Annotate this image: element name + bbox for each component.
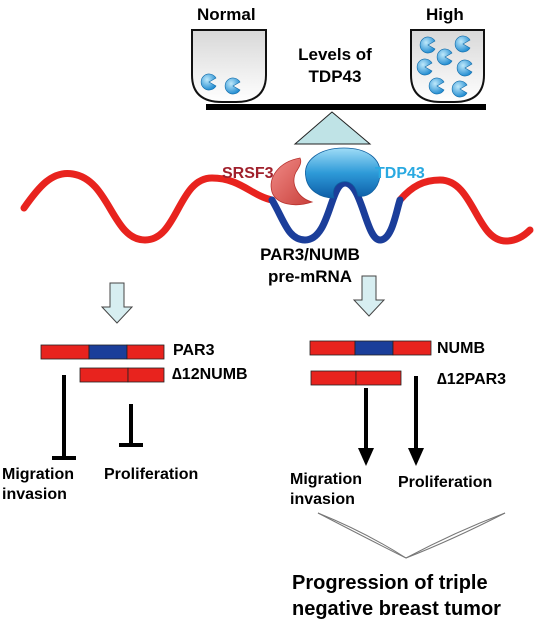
delta12numb-isoform-bar xyxy=(79,367,165,383)
normal-cup xyxy=(191,29,267,103)
left-proliferation-label: Proliferation xyxy=(104,466,199,483)
conclusion-line2: negative breast tumor xyxy=(292,598,501,620)
conclusion-line1: Progression of triple xyxy=(292,572,488,594)
high-cup xyxy=(410,29,485,103)
down-arrow-right xyxy=(352,275,386,317)
tdp43-label: TDP43 xyxy=(375,165,425,182)
normal-label: Normal xyxy=(197,5,256,24)
activation-arrow-migration xyxy=(358,388,374,466)
balance-beam xyxy=(206,104,486,110)
transcript-label-line1: PAR3/NUMB xyxy=(260,245,360,264)
par3-isoform-bar xyxy=(40,344,165,360)
inhibition-line-proliferation xyxy=(119,404,143,447)
right-migration-label: Migration xyxy=(290,471,362,488)
srsf3-label: SRSF3 xyxy=(222,165,274,182)
right-proliferation-label: Proliferation xyxy=(398,474,493,491)
transcript-label-line2: pre-mRNA xyxy=(267,267,353,286)
high-label: High xyxy=(426,5,464,24)
tdp43-protein-shape xyxy=(305,147,381,199)
numb-label: NUMB xyxy=(437,340,485,357)
activation-arrow-proliferation xyxy=(408,376,424,466)
down-arrow-left xyxy=(100,282,134,324)
rna-strand-right xyxy=(396,176,534,245)
rna-strand-target-exon xyxy=(268,179,404,244)
tdp43-level-label: TDP43 xyxy=(308,67,362,86)
left-invasion-label: invasion xyxy=(2,486,67,503)
fulcrum-triangle xyxy=(293,111,372,145)
levels-of-label: Levels of xyxy=(298,45,372,64)
numb-isoform-bar xyxy=(309,340,432,356)
right-invasion-label: invasion xyxy=(290,491,355,508)
delta12par3-isoform-bar xyxy=(310,370,402,386)
left-migration-label: Migration xyxy=(2,466,74,483)
delta12numb-label: ∆12NUMB xyxy=(172,366,248,383)
delta12par3-label: ∆12PAR3 xyxy=(437,371,507,388)
srsf3-protein-shape xyxy=(270,157,314,206)
converging-lines xyxy=(317,512,506,559)
par3-label: PAR3 xyxy=(173,342,215,359)
rna-strand-left xyxy=(20,169,276,244)
inhibition-line-migration xyxy=(52,375,76,460)
